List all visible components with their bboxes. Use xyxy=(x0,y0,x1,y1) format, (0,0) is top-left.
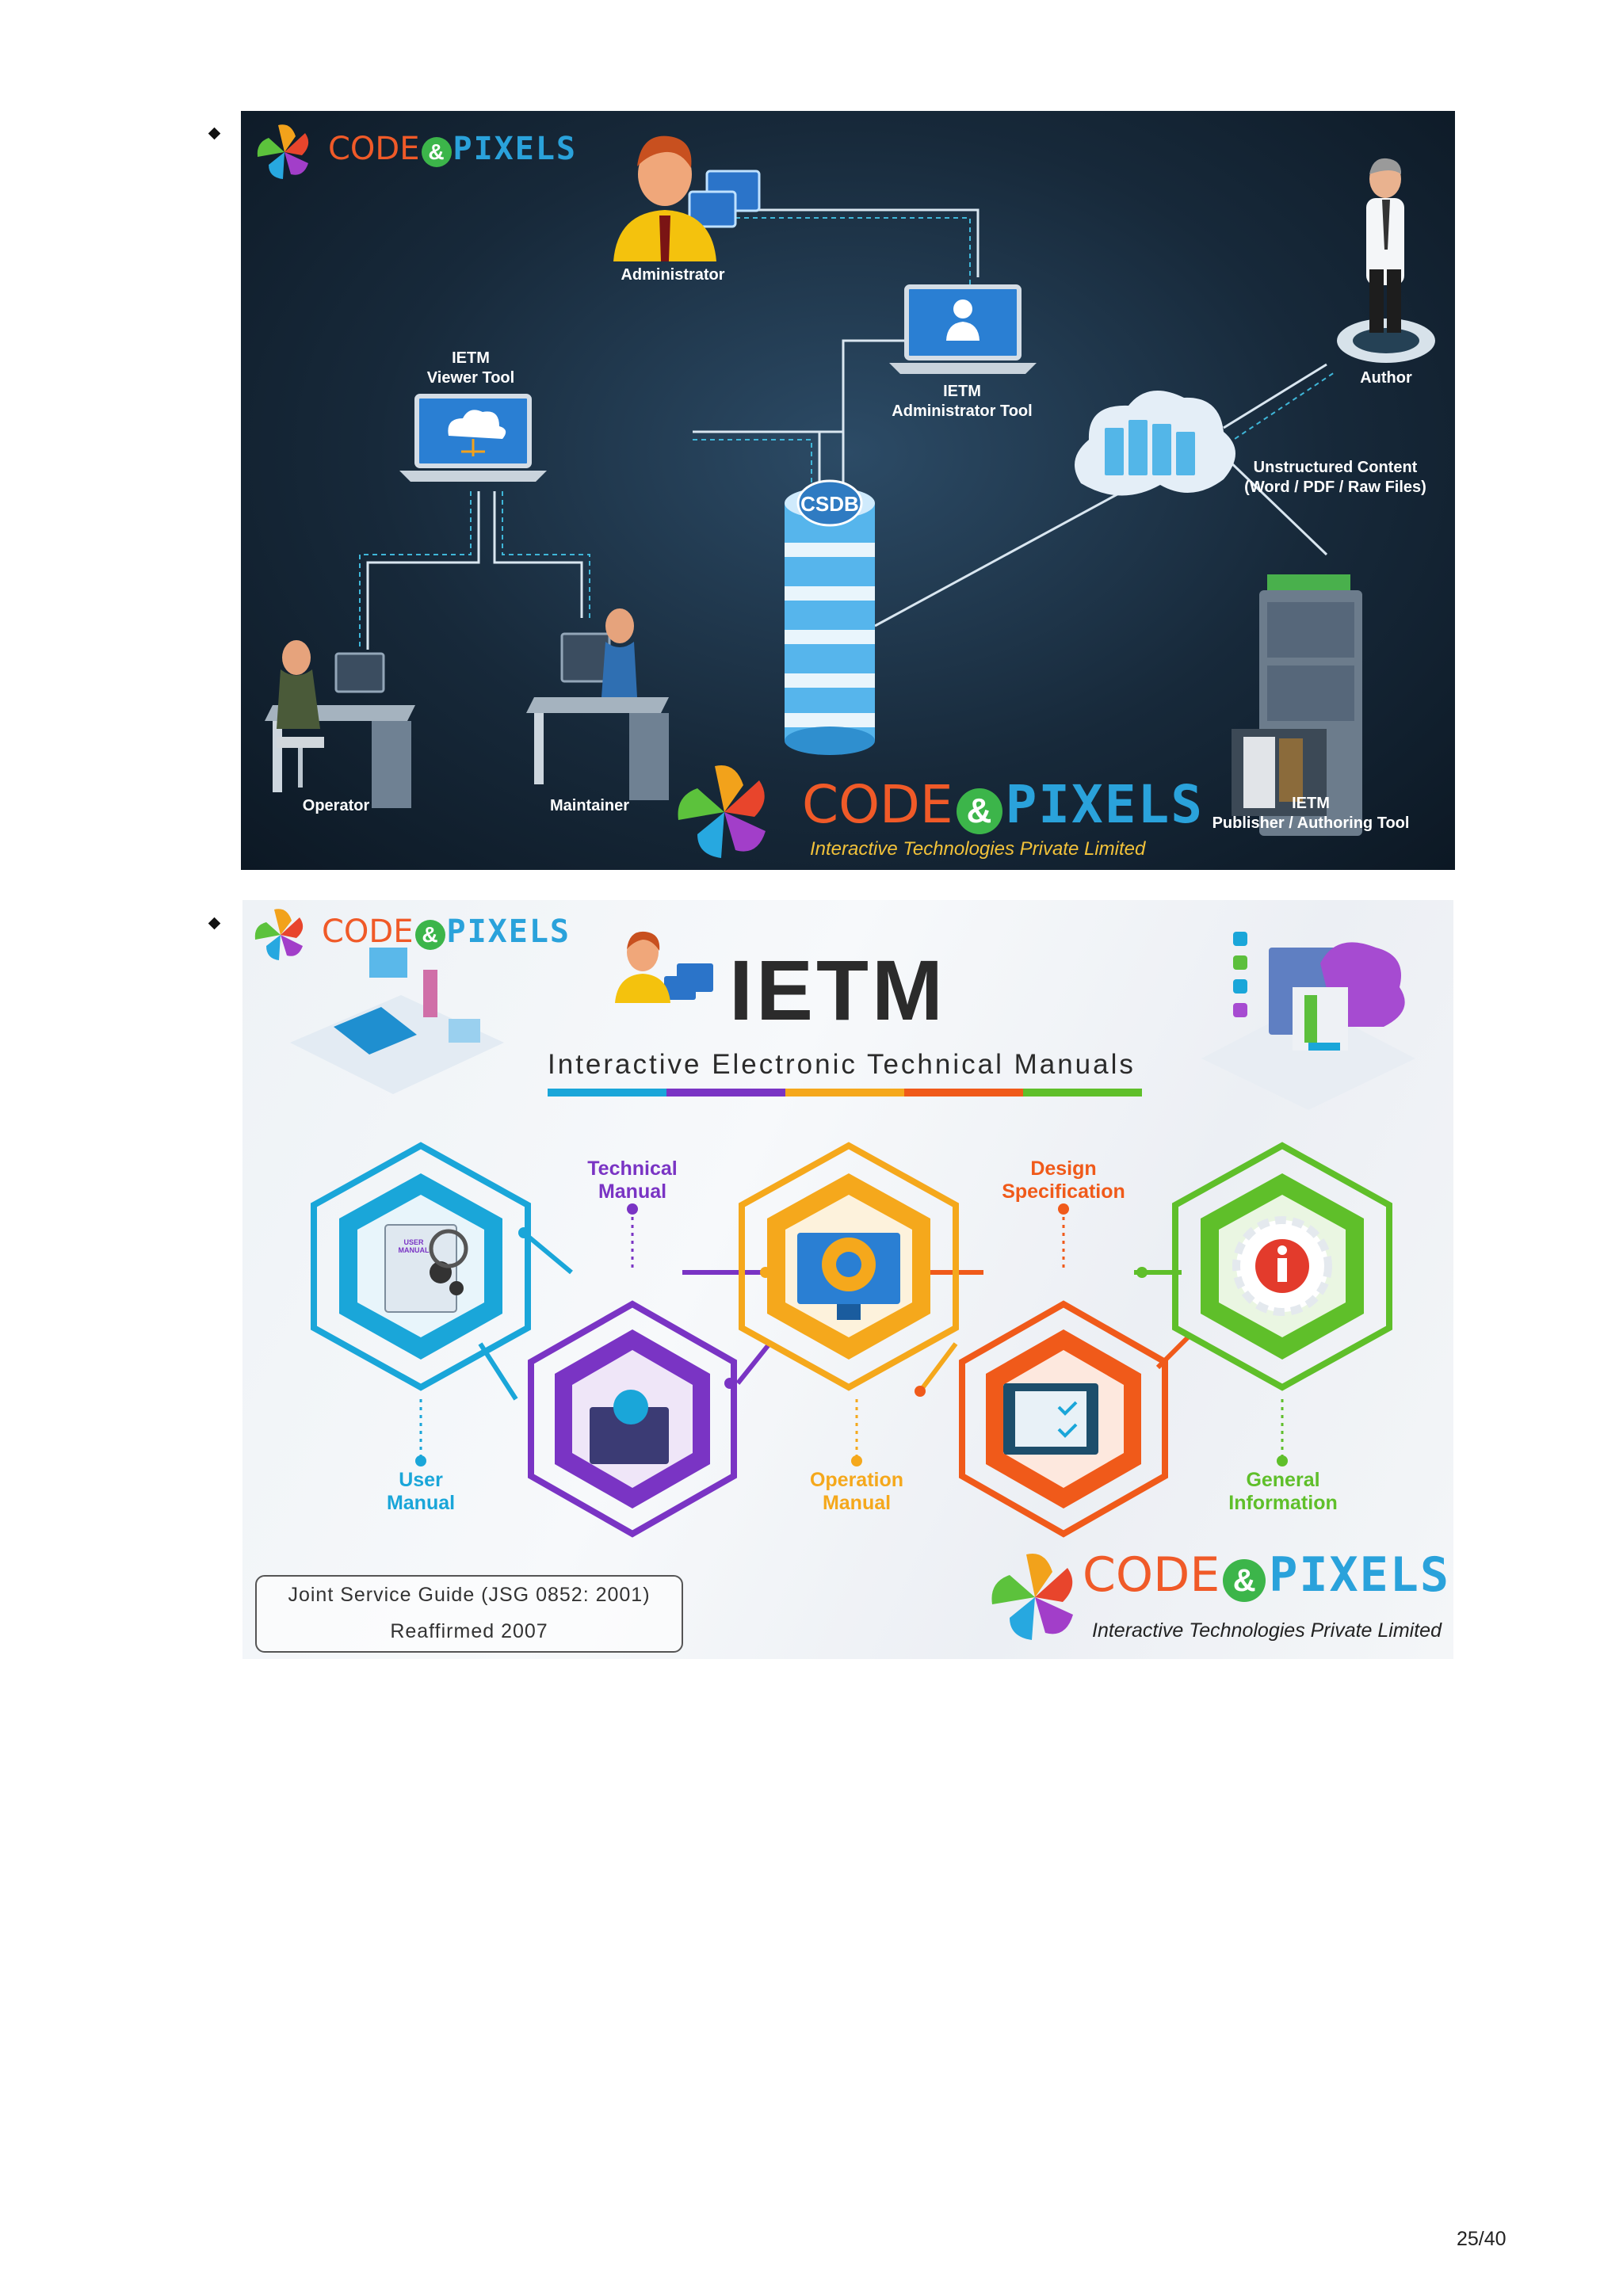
brand-pixels-text: PIXELS xyxy=(453,131,577,167)
maintainer-label: Maintainer xyxy=(549,797,630,814)
operation-manual-hexagon xyxy=(739,1142,959,1391)
joint-service-guide-box: Joint Service Guide (JSG 0852: 2001) Rea… xyxy=(255,1575,683,1653)
ietm-administrator-tool-label: IETM Administrator Tool xyxy=(892,383,1033,420)
general-information-label: General Information xyxy=(1228,1469,1338,1514)
brand-pixels-text-2: PIXELS xyxy=(446,913,571,950)
brand-logo-large-2: CODE&PIXELS xyxy=(1083,1551,1450,1602)
brand-code-text-2: CODE xyxy=(322,913,414,950)
operation-manual-label: Operation Manual xyxy=(809,1469,904,1514)
pinwheel-logo-large-icon xyxy=(678,765,766,858)
brand-tagline-2: Interactive Technologies Private Limited xyxy=(1092,1619,1442,1642)
brand-code-text-large-2: CODE xyxy=(1083,1547,1220,1603)
ietm-types-slide: CODE&PIXELS IETM Interactive Electronic … xyxy=(242,900,1453,1659)
cloud-files-illustration-icon xyxy=(1201,932,1415,1110)
pinwheel-logo-large-icon-2 xyxy=(991,1553,1073,1640)
ietm-administrator-laptop-icon xyxy=(889,284,1037,374)
administrator-label: Administrator xyxy=(621,266,725,284)
ietm-viewer-tool-label: IETM Viewer Tool xyxy=(426,349,515,387)
title-color-bar xyxy=(548,1089,1142,1097)
brand-code-text-large: CODE xyxy=(802,774,953,835)
architecture-diagram xyxy=(257,124,1435,858)
user-manual-label: User Manual xyxy=(386,1469,456,1514)
pinwheel-logo-icon-2 xyxy=(254,909,304,960)
pinwheel-logo-icon xyxy=(257,124,309,179)
ietm-subtitle: Interactive Electronic Technical Manuals xyxy=(548,1049,1136,1080)
guide-line-2: Reaffirmed 2007 xyxy=(390,1620,548,1642)
operator-label: Operator xyxy=(302,797,370,814)
brand-amp: & xyxy=(421,137,452,167)
design-specification-hexagon xyxy=(959,1300,1168,1538)
csdb-database-icon xyxy=(785,479,875,755)
brand-amp-large: & xyxy=(956,788,1002,834)
ietm-types-diagram xyxy=(254,909,1415,1640)
brand-pixels-text-large-2: PIXELS xyxy=(1269,1547,1450,1603)
brand-logo-large: CODE&PIXELS xyxy=(802,778,1204,834)
operator-workstation-icon xyxy=(265,640,415,808)
list-bullet-2 xyxy=(208,917,221,930)
cloud-server-icon xyxy=(1075,391,1235,496)
brand-logo-small: CODE&PIXELS xyxy=(328,133,577,167)
unstructured-content-label: Unstructured Content (Word / PDF / Raw F… xyxy=(1244,459,1426,496)
administrator-person-icon xyxy=(613,135,761,261)
design-specification-label: Design Specification xyxy=(1002,1158,1125,1203)
list-bullet-1 xyxy=(208,127,221,140)
brand-pixels-text-large: PIXELS xyxy=(1005,774,1204,835)
brand-tagline: Interactive Technologies Private Limited xyxy=(810,838,1146,860)
user-manual-card-text: USER MANUAL xyxy=(398,1238,430,1254)
brand-amp-large-2: & xyxy=(1223,1559,1266,1602)
ietm-publisher-label: IETM Publisher / Authoring Tool xyxy=(1212,795,1410,832)
brand-amp-2: & xyxy=(414,920,445,950)
csdb-label: CSDB xyxy=(800,492,859,516)
workspace-illustration-icon xyxy=(290,948,504,1094)
presenter-person-icon xyxy=(615,931,713,1003)
page-number: 25/40 xyxy=(1457,2228,1507,2250)
brand-logo-small-2: CODE&PIXELS xyxy=(322,916,571,950)
ietm-architecture-slide: CODE&PIXELS Administrator IETM Viewer To… xyxy=(241,111,1455,870)
technical-manual-label: Technical Manual xyxy=(587,1158,678,1203)
technical-manual-hexagon xyxy=(528,1300,737,1538)
ietm-viewer-laptop-icon xyxy=(399,394,547,482)
author-label: Author xyxy=(1360,369,1412,387)
brand-code-text: CODE xyxy=(328,131,420,167)
maintainer-workstation-icon xyxy=(526,608,669,800)
user-manual-hexagon xyxy=(311,1142,531,1391)
general-information-hexagon xyxy=(1172,1142,1392,1391)
ietm-title: IETM xyxy=(729,942,946,1038)
guide-line-1: Joint Service Guide (JSG 0852: 2001) xyxy=(288,1584,651,1606)
author-person-icon xyxy=(1337,158,1435,363)
file-cabinet-icon xyxy=(1232,574,1362,836)
